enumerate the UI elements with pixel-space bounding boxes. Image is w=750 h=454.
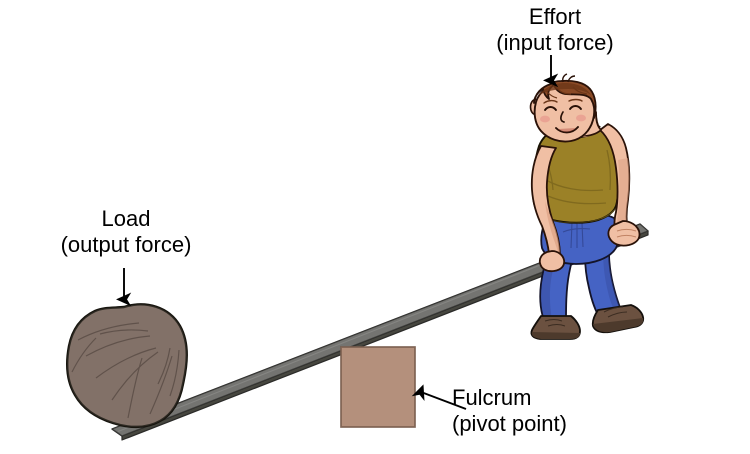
fulcrum-label: Fulcrum (pivot point) <box>452 385 632 437</box>
load-label-line2: (output force) <box>60 232 192 257</box>
fulcrum-label-line1: Fulcrum <box>452 385 532 410</box>
rock-texture <box>71 322 180 419</box>
fulcrum-block <box>340 346 416 428</box>
fulcrum-label-line2: (pivot point) <box>452 411 567 436</box>
boy-mouth <box>555 126 579 134</box>
boy-right-cheek <box>576 114 586 122</box>
load-label: Load (output force) <box>36 206 216 258</box>
boy-right-hand <box>607 220 641 247</box>
boy-nose <box>560 111 565 123</box>
boy-figure <box>529 73 645 340</box>
annotation-arrows <box>116 55 559 410</box>
boy-left-hand <box>538 250 566 273</box>
fulcrum-arrow <box>411 384 467 410</box>
effort-label-line1: Effort <box>528 4 582 29</box>
boy-left-eye <box>544 106 557 111</box>
load-label-line1: Load <box>101 206 151 231</box>
boy-right-eye <box>569 105 582 110</box>
boy-left-cheek <box>540 115 550 123</box>
effort-label: Effort (input force) <box>470 4 640 56</box>
effort-label-line2: (input force) <box>496 30 614 55</box>
rock-load <box>66 303 188 429</box>
